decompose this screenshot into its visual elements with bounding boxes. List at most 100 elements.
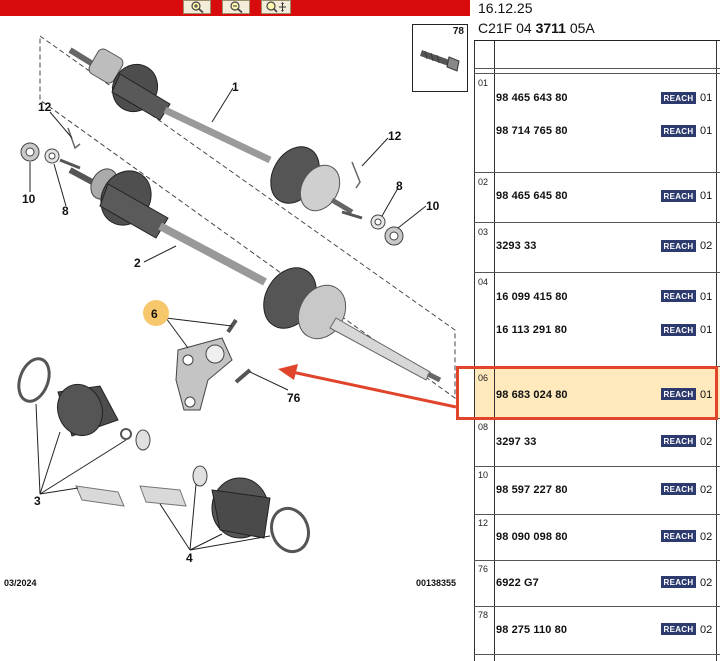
part-number[interactable]: 98 275 110 80 (496, 624, 568, 636)
part-number[interactable]: 98 597 227 80 (496, 484, 568, 496)
column-divider (474, 41, 475, 661)
part-number[interactable]: 98 465 645 80 (496, 190, 568, 202)
quantity: 02 (700, 436, 713, 448)
quantity: 02 (700, 624, 713, 636)
exploded-diagram: 1 12 12 10 8 8 10 2 6 76 3 4 (0, 16, 470, 661)
position-number: 03 (478, 227, 489, 237)
reach-badge: REACH (661, 190, 696, 202)
thumbnail-78[interactable]: 78 (412, 24, 468, 92)
part-number[interactable]: 3297 33 (496, 436, 537, 448)
callout-label: 10 (426, 199, 440, 213)
part-number[interactable]: 16 113 291 80 (496, 324, 568, 336)
bolt-icon (419, 50, 460, 72)
parts-panel: 16.12.25 C21F 04 3711 05A 01 98 465 643 … (474, 0, 720, 661)
zoom-in-button[interactable] (183, 0, 211, 14)
arrow-head (278, 364, 298, 380)
callout-label: 8 (62, 204, 69, 218)
row-divider (474, 272, 720, 273)
row-divider (474, 222, 720, 223)
quantity: 01 (700, 389, 713, 401)
bearing-bracket (175, 318, 252, 411)
catalog-date: 16.12.25 (478, 0, 533, 16)
part-number[interactable]: 98 683 024 80 (496, 389, 568, 401)
leader-lines (29, 87, 427, 551)
position-number: 76 (478, 564, 489, 574)
position-number: 10 (478, 470, 489, 480)
position-number: 08 (478, 422, 489, 432)
driveshaft-lower (68, 167, 442, 383)
nut-washer-left (20, 127, 81, 170)
reach-badge: REACH (661, 530, 696, 542)
catalog-reference: C21F 04 3711 05A (478, 20, 595, 36)
reach-badge: REACH (661, 388, 696, 400)
row-divider (474, 606, 720, 607)
callout-6-highlight (143, 300, 169, 326)
quantity: 02 (700, 531, 713, 543)
quantity: 01 (700, 190, 713, 202)
position-number: 04 (478, 277, 489, 287)
row-divider (474, 654, 720, 655)
magnifier-plus-icon (191, 1, 204, 13)
callout-label: 10 (22, 192, 36, 206)
row-divider (474, 466, 720, 467)
row-divider (474, 73, 720, 74)
callout-label: 12 (38, 100, 52, 114)
boot-kit-3 (17, 357, 151, 507)
footer-date: 03/2024 (4, 578, 37, 588)
column-divider (716, 41, 717, 661)
reach-badge: REACH (661, 290, 696, 302)
quantity: 01 (700, 92, 713, 104)
reach-badge: REACH (661, 623, 696, 635)
reach-badge: REACH (661, 483, 696, 495)
assembly-boundary (39, 35, 456, 399)
part-number[interactable]: 98 090 098 80 (496, 531, 568, 543)
quantity: 02 (700, 484, 713, 496)
position-number: 78 (478, 610, 489, 620)
part-number[interactable]: 98 714 765 80 (496, 125, 568, 137)
reach-badge: REACH (661, 92, 696, 104)
callout-label: 2 (134, 256, 141, 270)
column-divider (494, 41, 495, 661)
quantity: 01 (700, 125, 713, 137)
position-number: 12 (478, 518, 489, 528)
zoom-out-button[interactable] (222, 0, 250, 14)
reach-badge: REACH (661, 240, 696, 252)
header-divider (474, 40, 720, 41)
reach-badge: REACH (661, 576, 696, 588)
position-number: 01 (478, 78, 489, 88)
reach-badge: REACH (661, 324, 696, 336)
part-number[interactable]: 6922 G7 (496, 577, 539, 589)
callout-label: 3 (34, 494, 41, 508)
highlight-arrow (291, 370, 457, 409)
row-divider (474, 560, 720, 561)
row-divider (474, 514, 720, 515)
quantity: 01 (700, 324, 713, 336)
magnifier-move-icon (266, 1, 286, 13)
part-number[interactable]: 16 099 415 80 (496, 291, 568, 303)
quantity: 02 (700, 577, 713, 589)
callout-label: 6 (151, 307, 158, 321)
part-number[interactable]: 3293 33 (496, 240, 537, 252)
row-divider (474, 68, 720, 69)
quantity: 01 (700, 291, 713, 303)
boot-kit-4 (139, 465, 311, 554)
part-number[interactable]: 98 465 643 80 (496, 92, 568, 104)
footer-code: 00138355 (416, 578, 457, 588)
reach-badge: REACH (661, 435, 696, 447)
ref-main: 3711 (535, 20, 566, 36)
thumbnail-label: 78 (452, 26, 464, 37)
position-number: 06 (478, 373, 489, 383)
callout-label: 4 (186, 551, 193, 565)
reach-badge: REACH (661, 125, 696, 137)
callout-label: 1 (232, 80, 239, 94)
position-number: 02 (478, 177, 489, 187)
callout-label: 12 (388, 129, 402, 143)
toolbar (0, 0, 470, 16)
nut-washer-right (341, 161, 404, 246)
pan-button[interactable] (261, 0, 291, 14)
callout-label: 8 (396, 179, 403, 193)
ref-prefix: C21F 04 (478, 20, 532, 36)
magnifier-minus-icon (230, 1, 243, 13)
callout-label: 76 (287, 391, 301, 405)
selected-row-outline (456, 366, 718, 420)
